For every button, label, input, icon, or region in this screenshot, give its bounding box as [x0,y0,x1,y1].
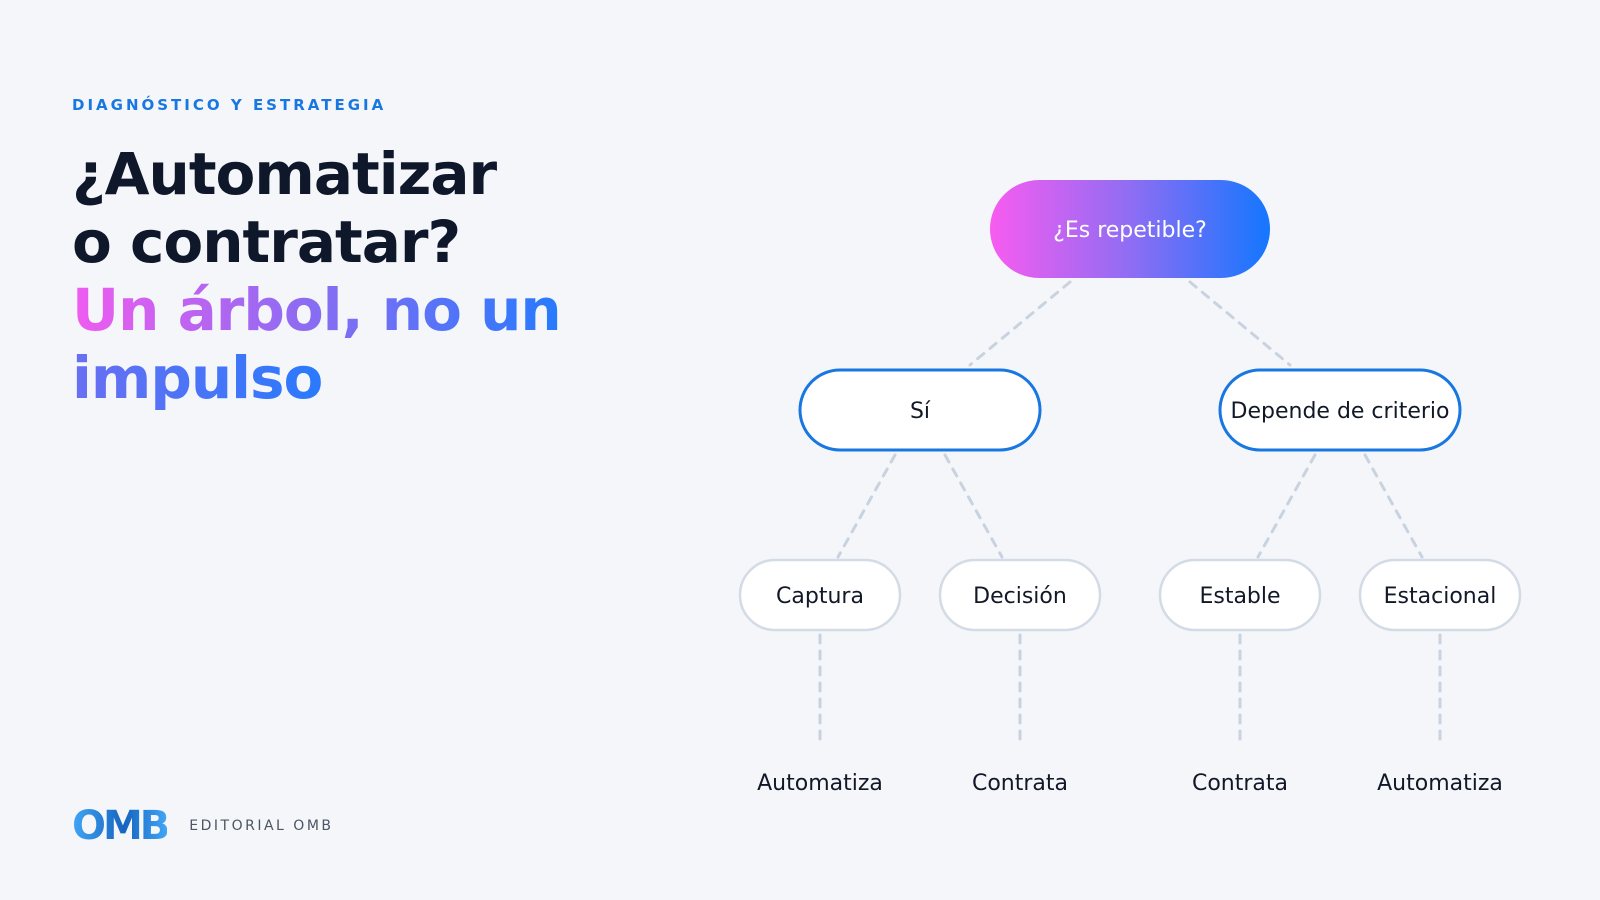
branch-node-1-shape [1218,368,1462,452]
leaf-node-1-1-label: Estacional [1384,584,1497,609]
connector-root-right [1188,280,1292,367]
root-node-label: ¿Es repetible? [1053,218,1207,243]
branch-node-1-label: Depende de criterio [1231,399,1450,424]
brand-name: EDITORIAL OMB [189,818,334,834]
connector-branch-1-1 [1363,453,1424,559]
title-line-1: ¿Automatizar [72,140,497,208]
outcome-label-0-1: Contrata [972,771,1068,796]
leaf-node-0-1-shape [938,558,1102,632]
outcome-label-1-1: Automatiza [1377,771,1503,796]
leaf-node-1-0-shape [1158,558,1322,632]
leaf-node-0-0: Captura [738,558,902,632]
root-node-shape [990,180,1270,278]
outcome-label-1-0: Contrata [1192,771,1288,796]
eyebrow-label: DIAGNÓSTICO Y ESTRATEGIA [72,96,387,114]
branch-node-0-shape [798,368,1042,452]
leaf-node-0-1: Decisión [938,558,1102,632]
leaf-node-0-1-label: Decisión [973,584,1067,609]
leaf-node-0-0-shape [738,558,902,632]
brand-footer: OMB EDITORIAL OMB [72,804,334,848]
connector-branch-1-0 [1256,453,1317,559]
page-title: ¿Automatizar o contratar? Un árbol, no u… [72,140,592,412]
leaf-node-1-0-label: Estable [1199,584,1280,609]
root-node: ¿Es repetible? [990,180,1270,278]
connector-root-left [968,280,1072,367]
branch-node-1: Depende de criterio [1218,368,1462,452]
title-line-2: o contratar? [72,208,461,276]
leaf-node-1-1: Estacional [1358,558,1522,632]
leaf-node-0-0-label: Captura [776,584,864,609]
leaf-node-1-0: Estable [1158,558,1322,632]
branch-node-0-label: Sí [910,399,931,424]
connector-branch-0-0 [836,453,897,559]
leaf-node-1-1-shape [1358,558,1522,632]
tree-connectors [818,280,1442,742]
omb-logo: OMB [72,803,170,849]
title-line-4: impulso [72,344,592,412]
outcome-label-0-0: Automatiza [757,771,883,796]
title-line-3: Un árbol, no un [72,276,592,344]
connector-branch-0-1 [943,453,1004,559]
branch-node-0: Sí [798,368,1042,452]
